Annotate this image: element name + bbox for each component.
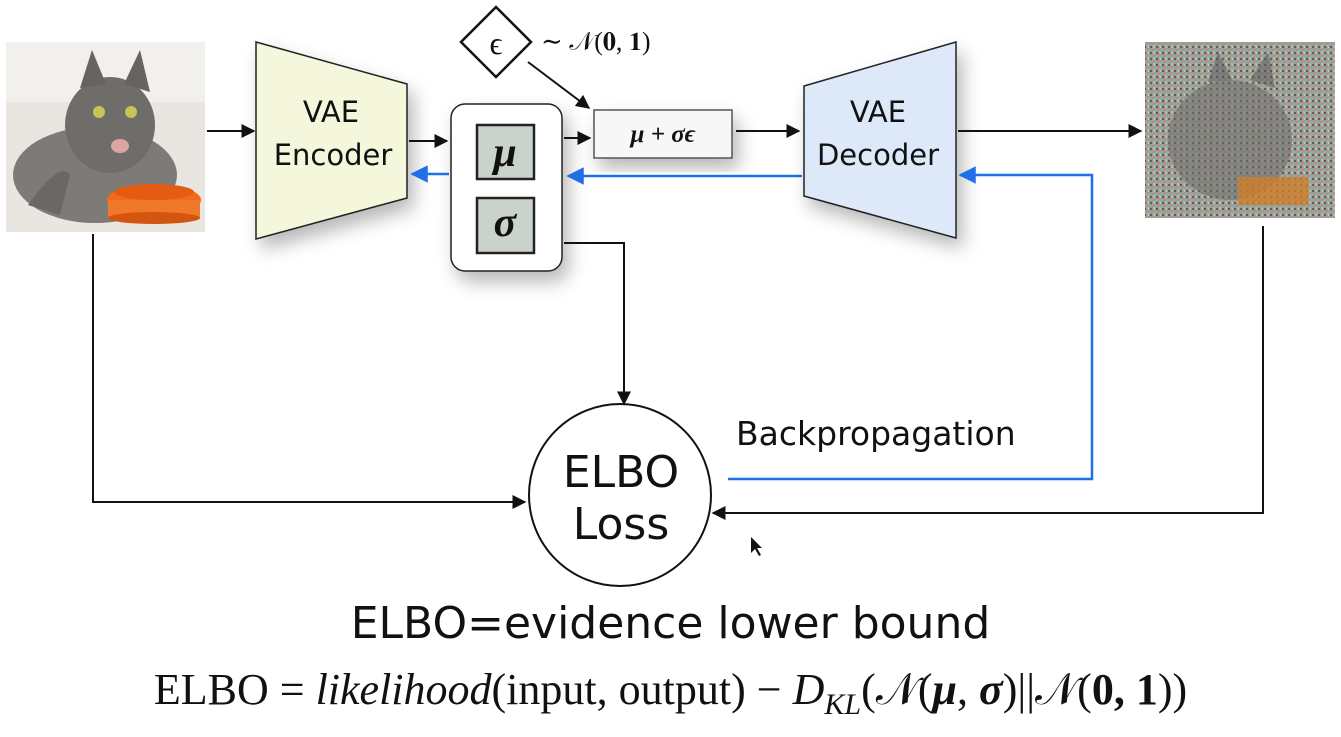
loss-label-line2: Loss [573,499,670,550]
sigma-symbol: σ [494,200,518,246]
loss-label-line1: ELBO [563,447,679,498]
backpropagation-label: Backpropagation [736,414,1016,453]
arrow-noise-to-reparam [527,61,591,109]
noise-distribution-label: ∼ 𝒩(𝟎, 𝟏) [541,27,651,56]
vae-decoder-block: VAE Decoder [803,41,957,239]
arrow-input-to-loss [92,234,527,509]
noise-epsilon-node: ϵ ∼ 𝒩(𝟎, 𝟏) [459,5,651,79]
arrow-output-to-loss [711,226,1264,520]
reparam-formula: μ + σϵ [629,121,696,148]
encoder-label-line2: Encoder [274,138,393,172]
vae-encoder-block: VAE Encoder [255,41,408,240]
decoder-label-line1: VAE [850,95,906,129]
forward-arrows [92,61,1264,520]
mu-symbol: μ [491,130,516,176]
elbo-definition-caption: ELBO=evidence lower bound [350,598,991,649]
latent-params-box: μ σ [450,103,563,272]
sigma-box [475,196,536,255]
output-noisy-cat-image [1145,42,1335,218]
reparameterization-box: μ + σϵ [593,109,733,159]
input-cat-image [6,42,205,232]
elbo-loss-node: ELBO Loss [528,403,712,587]
encoder-label-line1: VAE [303,95,359,129]
decoder-label-line2: Decoder [817,138,939,172]
mu-box [475,123,536,181]
epsilon-symbol: ϵ [490,25,503,61]
mouse-cursor-icon [751,537,762,556]
arrow-latent-to-loss [564,242,631,406]
backprop-arrows [410,165,1094,481]
elbo-equation: ELBO = likelihood(input, output) − DKL(𝒩… [153,665,1188,721]
backprop-arrow-loss-to-decoder [728,166,1094,481]
